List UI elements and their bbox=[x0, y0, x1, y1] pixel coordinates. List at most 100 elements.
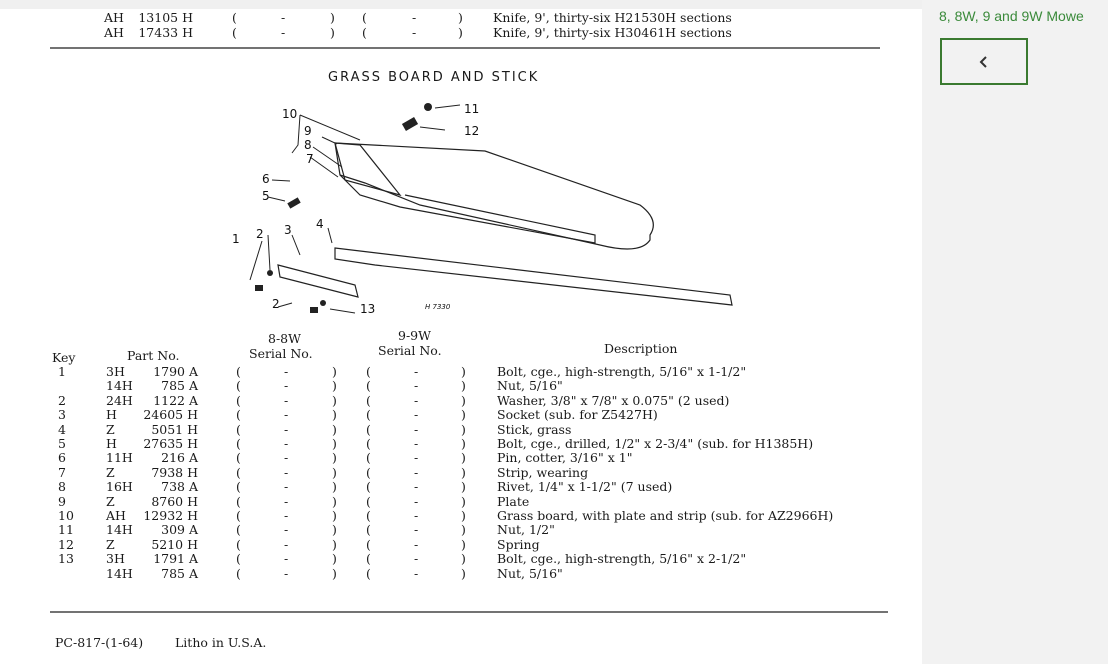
serial-9-9w: - bbox=[414, 551, 419, 567]
serial-8-8w: - bbox=[281, 25, 286, 40]
paren: ( bbox=[366, 522, 371, 538]
part-prefix: Z bbox=[106, 421, 115, 437]
part-number: 1790 A bbox=[153, 364, 198, 379]
callout-11: 11 bbox=[464, 102, 479, 116]
part-key: 9 bbox=[58, 493, 66, 509]
header-9-9w-serial: Serial No. bbox=[378, 343, 442, 358]
part-description: Strip, wearing bbox=[497, 464, 589, 480]
callout-7: 7 bbox=[306, 152, 314, 166]
serial-9-9w: - bbox=[414, 464, 419, 480]
serial-8-8w: - bbox=[284, 436, 289, 451]
header-description: Description bbox=[604, 341, 678, 356]
paren: ( bbox=[366, 565, 371, 581]
part-prefix: 3H bbox=[106, 364, 125, 379]
paren: ) bbox=[332, 378, 337, 394]
callout-8: 8 bbox=[304, 138, 312, 152]
paren: ( bbox=[366, 378, 371, 394]
paren: ) bbox=[461, 378, 466, 394]
paren: ( bbox=[236, 464, 241, 480]
paren: ) bbox=[332, 407, 337, 423]
serial-9-9w: - bbox=[414, 450, 419, 466]
paren: ( bbox=[236, 378, 241, 394]
pointer-lines bbox=[249, 104, 461, 314]
serial-8-8w: - bbox=[284, 565, 289, 581]
paren: ( bbox=[232, 25, 237, 40]
paren: ) bbox=[461, 364, 466, 379]
paren: ( bbox=[232, 10, 237, 25]
paren: ( bbox=[366, 493, 371, 509]
part-prefix: H bbox=[106, 407, 117, 423]
header-9-9w: 9-9W bbox=[398, 328, 431, 343]
part-description: Pin, cotter, 3/16" x 1" bbox=[497, 450, 633, 466]
paren: ) bbox=[330, 25, 335, 40]
part-key: 7 bbox=[58, 464, 66, 480]
paren: ( bbox=[366, 536, 371, 552]
header-8-8w: 8-8W bbox=[268, 331, 301, 346]
paren: ) bbox=[458, 10, 463, 25]
part-number: 7938 H bbox=[151, 464, 198, 480]
part-description: Rivet, 1/4" x 1-1/2" (7 used) bbox=[497, 479, 673, 495]
callout-5: 5 bbox=[262, 189, 270, 203]
header-part-no: Part No. bbox=[127, 348, 180, 363]
paren: ) bbox=[461, 392, 466, 408]
part-key: 2 bbox=[58, 392, 66, 408]
part-key: 5 bbox=[58, 436, 66, 451]
paren: ( bbox=[236, 407, 241, 423]
part-number: 5210 H bbox=[151, 536, 198, 552]
paren: ( bbox=[236, 421, 241, 437]
part-prefix: AH bbox=[104, 25, 124, 40]
paren: ) bbox=[461, 421, 466, 437]
serial-9-9w: - bbox=[414, 436, 419, 451]
part-key: 10 bbox=[58, 508, 74, 523]
serial-9-9w: - bbox=[414, 565, 419, 581]
callout-1: 1 bbox=[232, 232, 240, 246]
part-description: Knife, 9', thirty-six H21530H sections bbox=[493, 10, 732, 25]
divider bbox=[50, 47, 880, 49]
part-prefix: AH bbox=[104, 10, 124, 25]
paren: ( bbox=[366, 392, 371, 408]
part-description: Bolt, cge., high-strength, 5/16" x 2-1/2… bbox=[497, 551, 747, 567]
footer-litho: Litho in U.S.A. bbox=[175, 635, 267, 650]
callout-2: 2 bbox=[256, 227, 264, 241]
part-description: Spring bbox=[497, 536, 540, 552]
serial-8-8w: - bbox=[281, 10, 286, 25]
part-prefix: Z bbox=[106, 493, 115, 509]
part-prefix: AH bbox=[106, 508, 126, 523]
paren: ) bbox=[461, 522, 466, 538]
grass-stick-shape bbox=[334, 247, 733, 306]
part-number: 785 A bbox=[161, 378, 198, 394]
part-number: 24605 H bbox=[143, 407, 198, 423]
paren: ) bbox=[461, 493, 466, 509]
previous-page-button[interactable] bbox=[940, 38, 1028, 85]
serial-8-8w: - bbox=[284, 364, 289, 379]
paren: ) bbox=[332, 565, 337, 581]
part-description: Knife, 9', thirty-six H30461H sections bbox=[493, 25, 732, 40]
top-band bbox=[0, 0, 922, 9]
part-key: 12 bbox=[58, 536, 74, 552]
paren: ) bbox=[332, 479, 337, 495]
paren: ) bbox=[332, 508, 337, 523]
paren: ) bbox=[461, 407, 466, 423]
paren: ( bbox=[366, 421, 371, 437]
paren: ( bbox=[236, 565, 241, 581]
serial-8-8w: - bbox=[284, 522, 289, 538]
paren: ) bbox=[332, 421, 337, 437]
paren: ) bbox=[461, 436, 466, 451]
part-description: Grass board, with plate and strip (sub. … bbox=[497, 508, 834, 523]
serial-9-9w: - bbox=[414, 364, 419, 379]
part-description: Stick, grass bbox=[497, 421, 572, 437]
callout-13: 13 bbox=[360, 302, 375, 316]
paren: ) bbox=[332, 436, 337, 451]
plate-shape bbox=[334, 142, 402, 197]
part-prefix: H bbox=[106, 436, 117, 451]
part-number: 5051 H bbox=[151, 421, 198, 437]
grass-board-shape bbox=[334, 142, 654, 250]
part-number: 1791 A bbox=[153, 551, 198, 567]
part-prefix: 3H bbox=[106, 551, 125, 567]
footer-code: PC-817-(1-64) bbox=[55, 635, 144, 650]
